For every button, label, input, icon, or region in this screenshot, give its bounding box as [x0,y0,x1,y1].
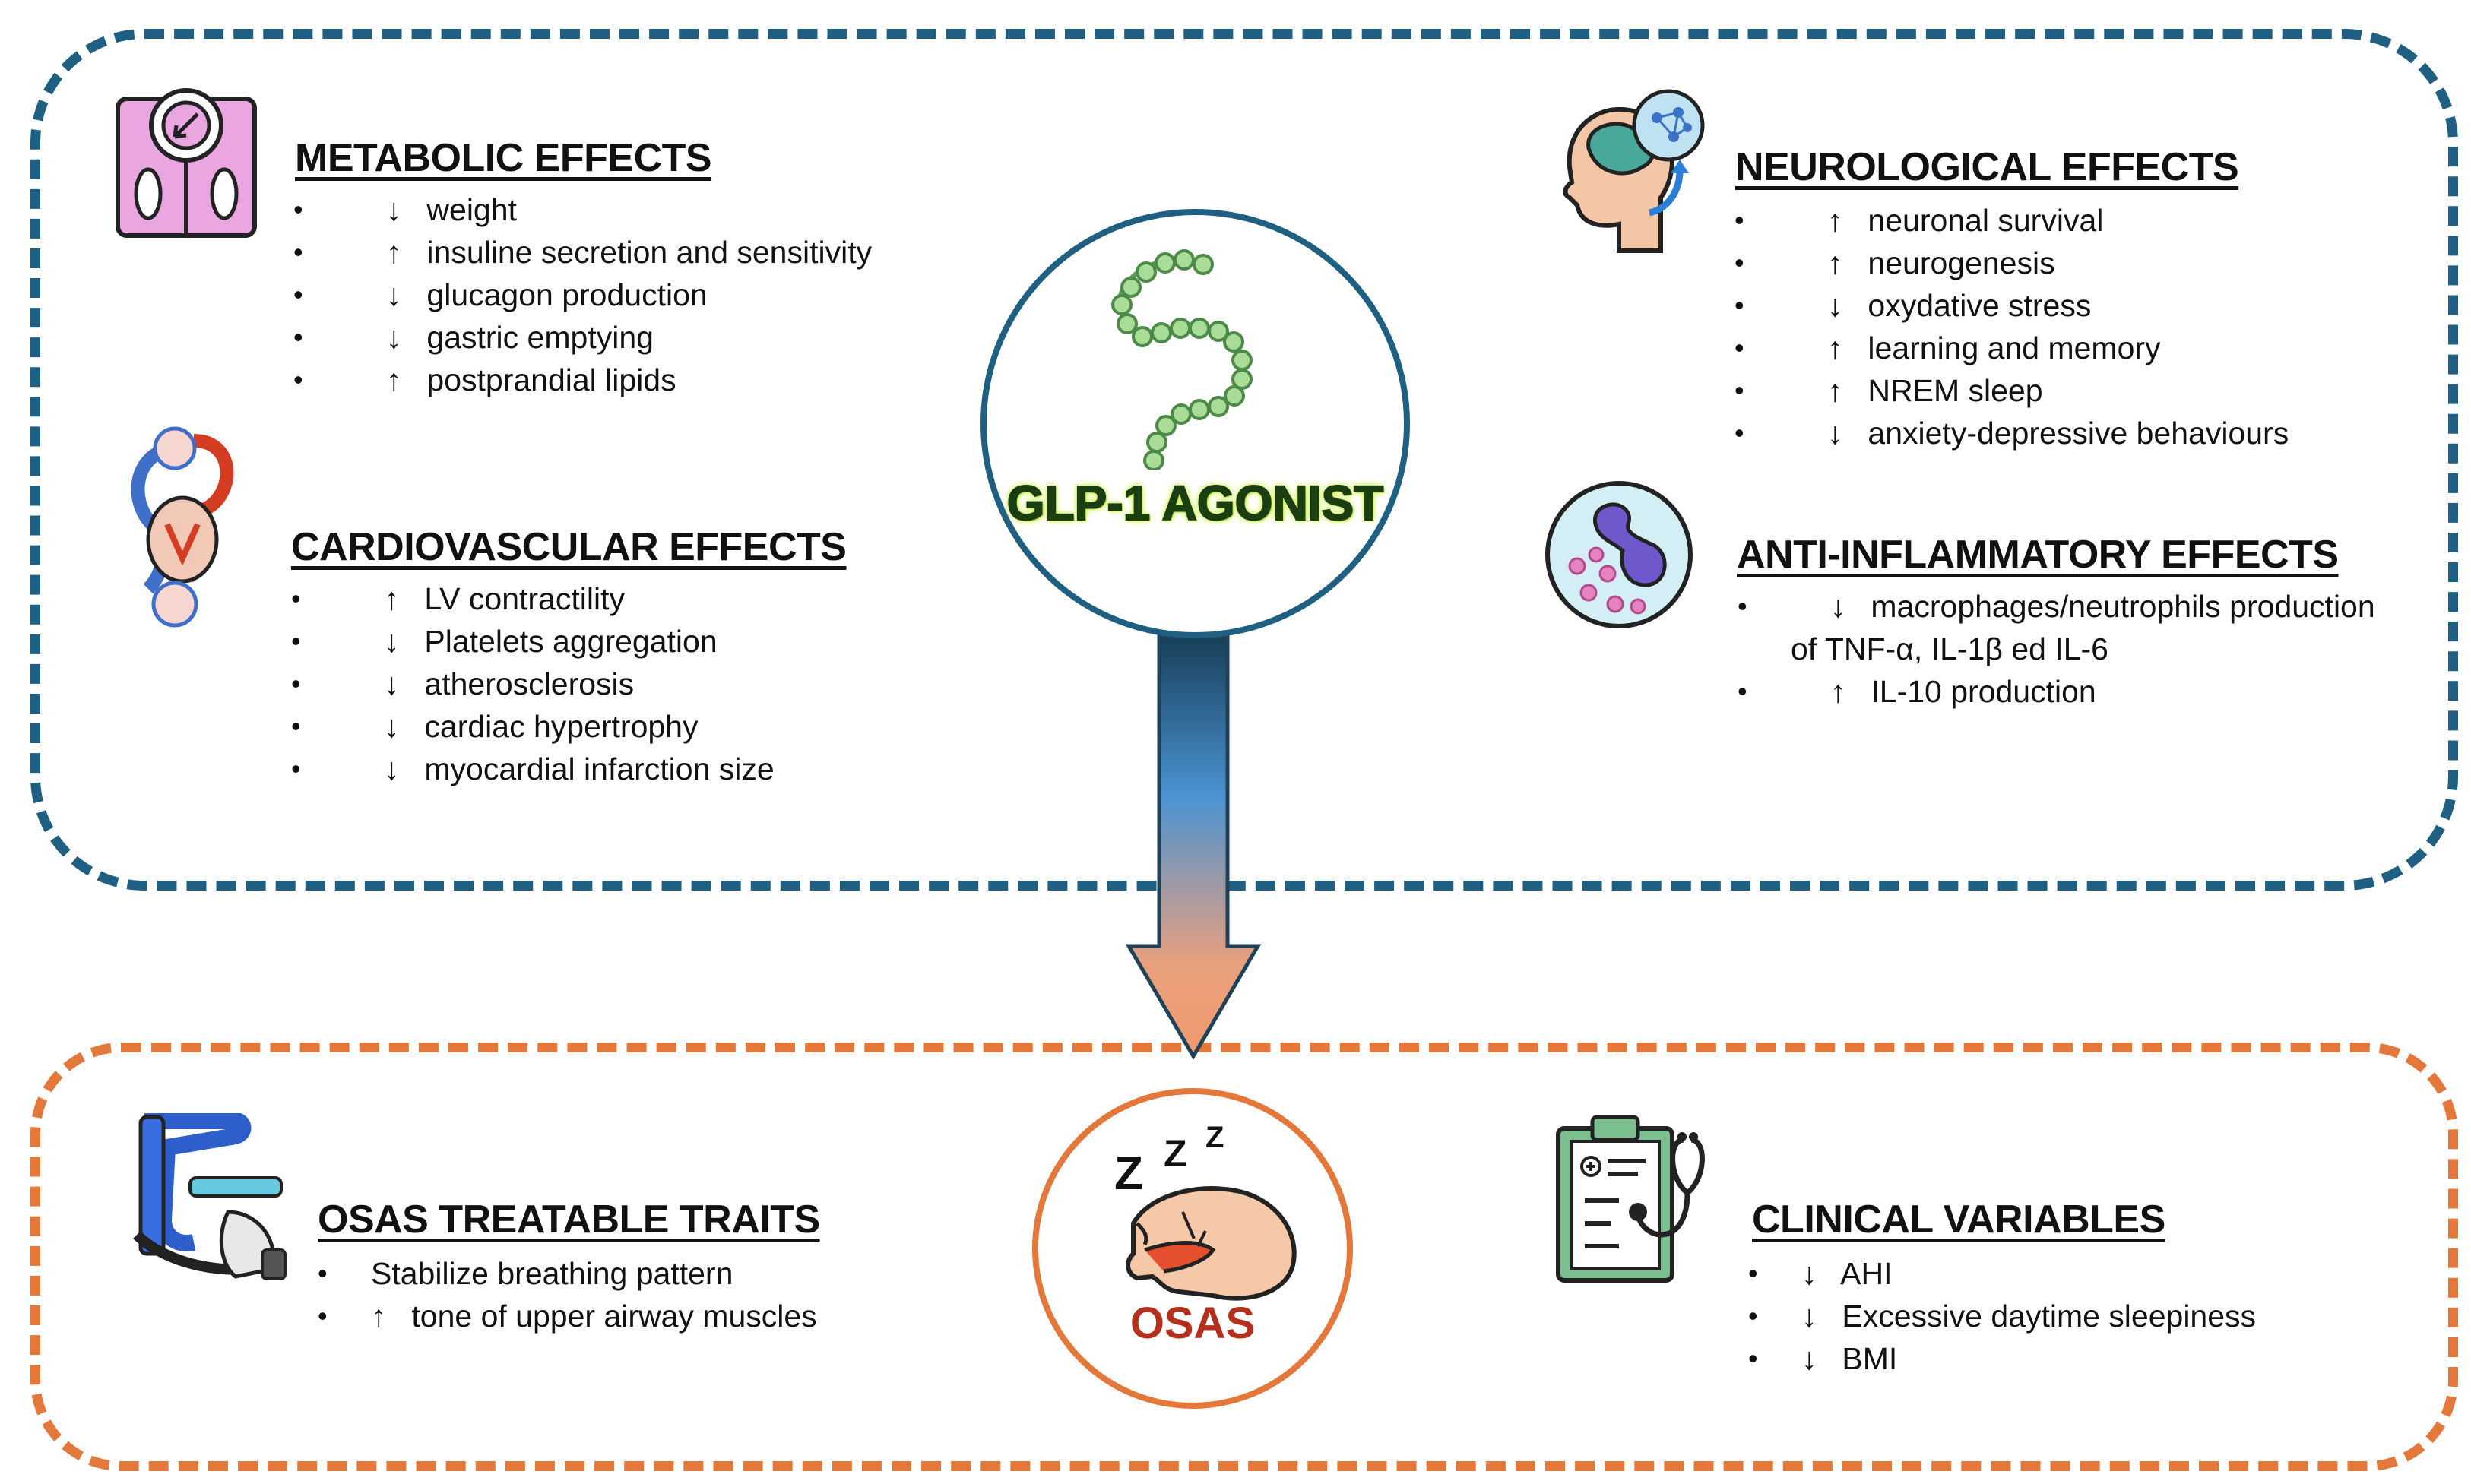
list-item: ↑ NREM sleep [1734,369,2289,412]
svg-text:Z: Z [1114,1147,1143,1200]
anti-inflammatory-list: ↓ macrophages/neutrophils production of … [1738,585,2375,713]
metabolic-title: METABOLIC EFFECTS [295,136,712,180]
list-item: ↓ cardiac hypertrophy [291,705,775,748]
glp1-effects-panel [30,29,2458,891]
arrow-glyph: ↓ [1827,288,1843,323]
down-arrow-icon [1125,634,1262,1060]
list-item: Stabilize breathing pattern [318,1252,817,1295]
arrow-glyph: ↑ [1827,245,1843,280]
list-item: ↓ oxydative stress [1734,284,2289,327]
cardiovascular-title: CARDIOVASCULAR EFFECTS [291,525,847,569]
svg-text:Z: Z [1164,1132,1187,1175]
osas-traits-title: OSAS TREATABLE TRAITS [318,1198,820,1242]
list-item: ↑ IL-10 production [1738,670,2375,713]
scale-icon [116,88,257,238]
arrow-glyph: ↑ [386,235,402,270]
arrow-glyph: ↓ [386,192,402,227]
list-item: ↑ neuronal survival [1734,199,2289,242]
list-item: ↑ tone of upper airway muscles [318,1295,817,1337]
osas-outcomes-panel [30,1043,2458,1471]
svg-text:Z: Z [1205,1121,1224,1154]
cpap-mask-icon [133,1113,287,1280]
arrow-glyph: ↑ [1827,331,1843,365]
arrow-glyph: ↑ [384,581,400,616]
list-item: ↓ Excessive daytime sleepiness [1748,1295,2256,1337]
list-item: ↓ Platelets aggregation [291,620,775,663]
osas-traits-list: Stabilize breathing pattern ↑ tone of up… [318,1252,817,1337]
clinical-list: ↓ AHI ↓ Excessive daytime sleepiness ↓ B… [1748,1252,2256,1380]
arrow-glyph: ↓ [384,709,400,744]
list-item: ↑ LV contractility [291,577,775,620]
immune-cell-icon [1545,481,1693,628]
arrow-glyph: ↓ [1827,416,1843,451]
arrow-glyph: ↑ [1827,373,1843,408]
arrow-glyph: ↓ [384,751,400,786]
list-item: ↓ weight [293,188,872,231]
list-item: ↓ macrophages/neutrophils production [1738,585,2375,628]
sleeping-head-icon: Z Z Z [1114,1121,1297,1301]
neurological-title: NEUROLOGICAL EFFECTS [1735,145,2239,189]
peptide-chain-icon [1111,249,1253,470]
glp1-agonist-label: GLP-1 AGONIST [1006,475,1384,531]
list-item: ↓ atherosclerosis [291,663,775,705]
clinical-title: CLINICAL VARIABLES [1752,1198,2165,1242]
list-item: ↓ AHI [1748,1252,2256,1295]
list-item: ↓ gastric emptying [293,316,872,359]
osas-label: OSAS [1129,1299,1256,1348]
list-item: ↑ learning and memory [1734,327,2289,369]
arrow-glyph: ↑ [1830,674,1846,709]
glp1-agonist-circle: GLP-1 AGONIST [980,209,1410,638]
list-item: ↓ glucagon production [293,274,872,316]
neurological-list: ↑ neuronal survival ↑ neurogenesis ↓ oxy… [1734,199,2289,454]
list-item: of TNF-α, IL-1β ed IL-6 [1791,631,2108,666]
arrow-glyph: ↓ [384,666,400,701]
arrow-glyph: ↑ [386,362,402,397]
arrow-glyph: ↓ [386,320,402,355]
osas-circle: Z Z Z OSAS [1032,1088,1353,1409]
cardiovascular-list: ↑ LV contractility ↓ Platelets aggregati… [291,577,775,790]
arrow-glyph: ↑ [1827,203,1843,238]
brain-head-icon [1563,89,1705,253]
heart-icon [131,426,234,628]
arrow-glyph: ↓ [384,624,400,659]
arrow-glyph: ↓ [1801,1341,1817,1376]
list-item: ↓ anxiety-depressive behaviours [1734,412,2289,454]
arrow-glyph: ↓ [1830,589,1846,624]
list-item: ↓ BMI [1748,1337,2256,1380]
list-item: ↓ myocardial infarction size [291,748,775,790]
clipboard-stethoscope-icon [1556,1115,1705,1283]
list-item: ↑ postprandial lipids [293,359,872,401]
metabolic-list: ↓ weight ↑ insuline secretion and sensit… [293,188,872,401]
arrow-glyph: ↓ [1801,1299,1817,1334]
list-item: ↑ neurogenesis [1734,242,2289,284]
arrow-glyph: ↑ [371,1299,387,1334]
anti-inflammatory-title: ANTI-INFLAMMATORY EFFECTS [1737,533,2339,577]
list-item: ↑ insuline secretion and sensitivity [293,231,872,274]
arrow-glyph: ↓ [386,277,402,312]
arrow-glyph: ↓ [1801,1256,1817,1291]
